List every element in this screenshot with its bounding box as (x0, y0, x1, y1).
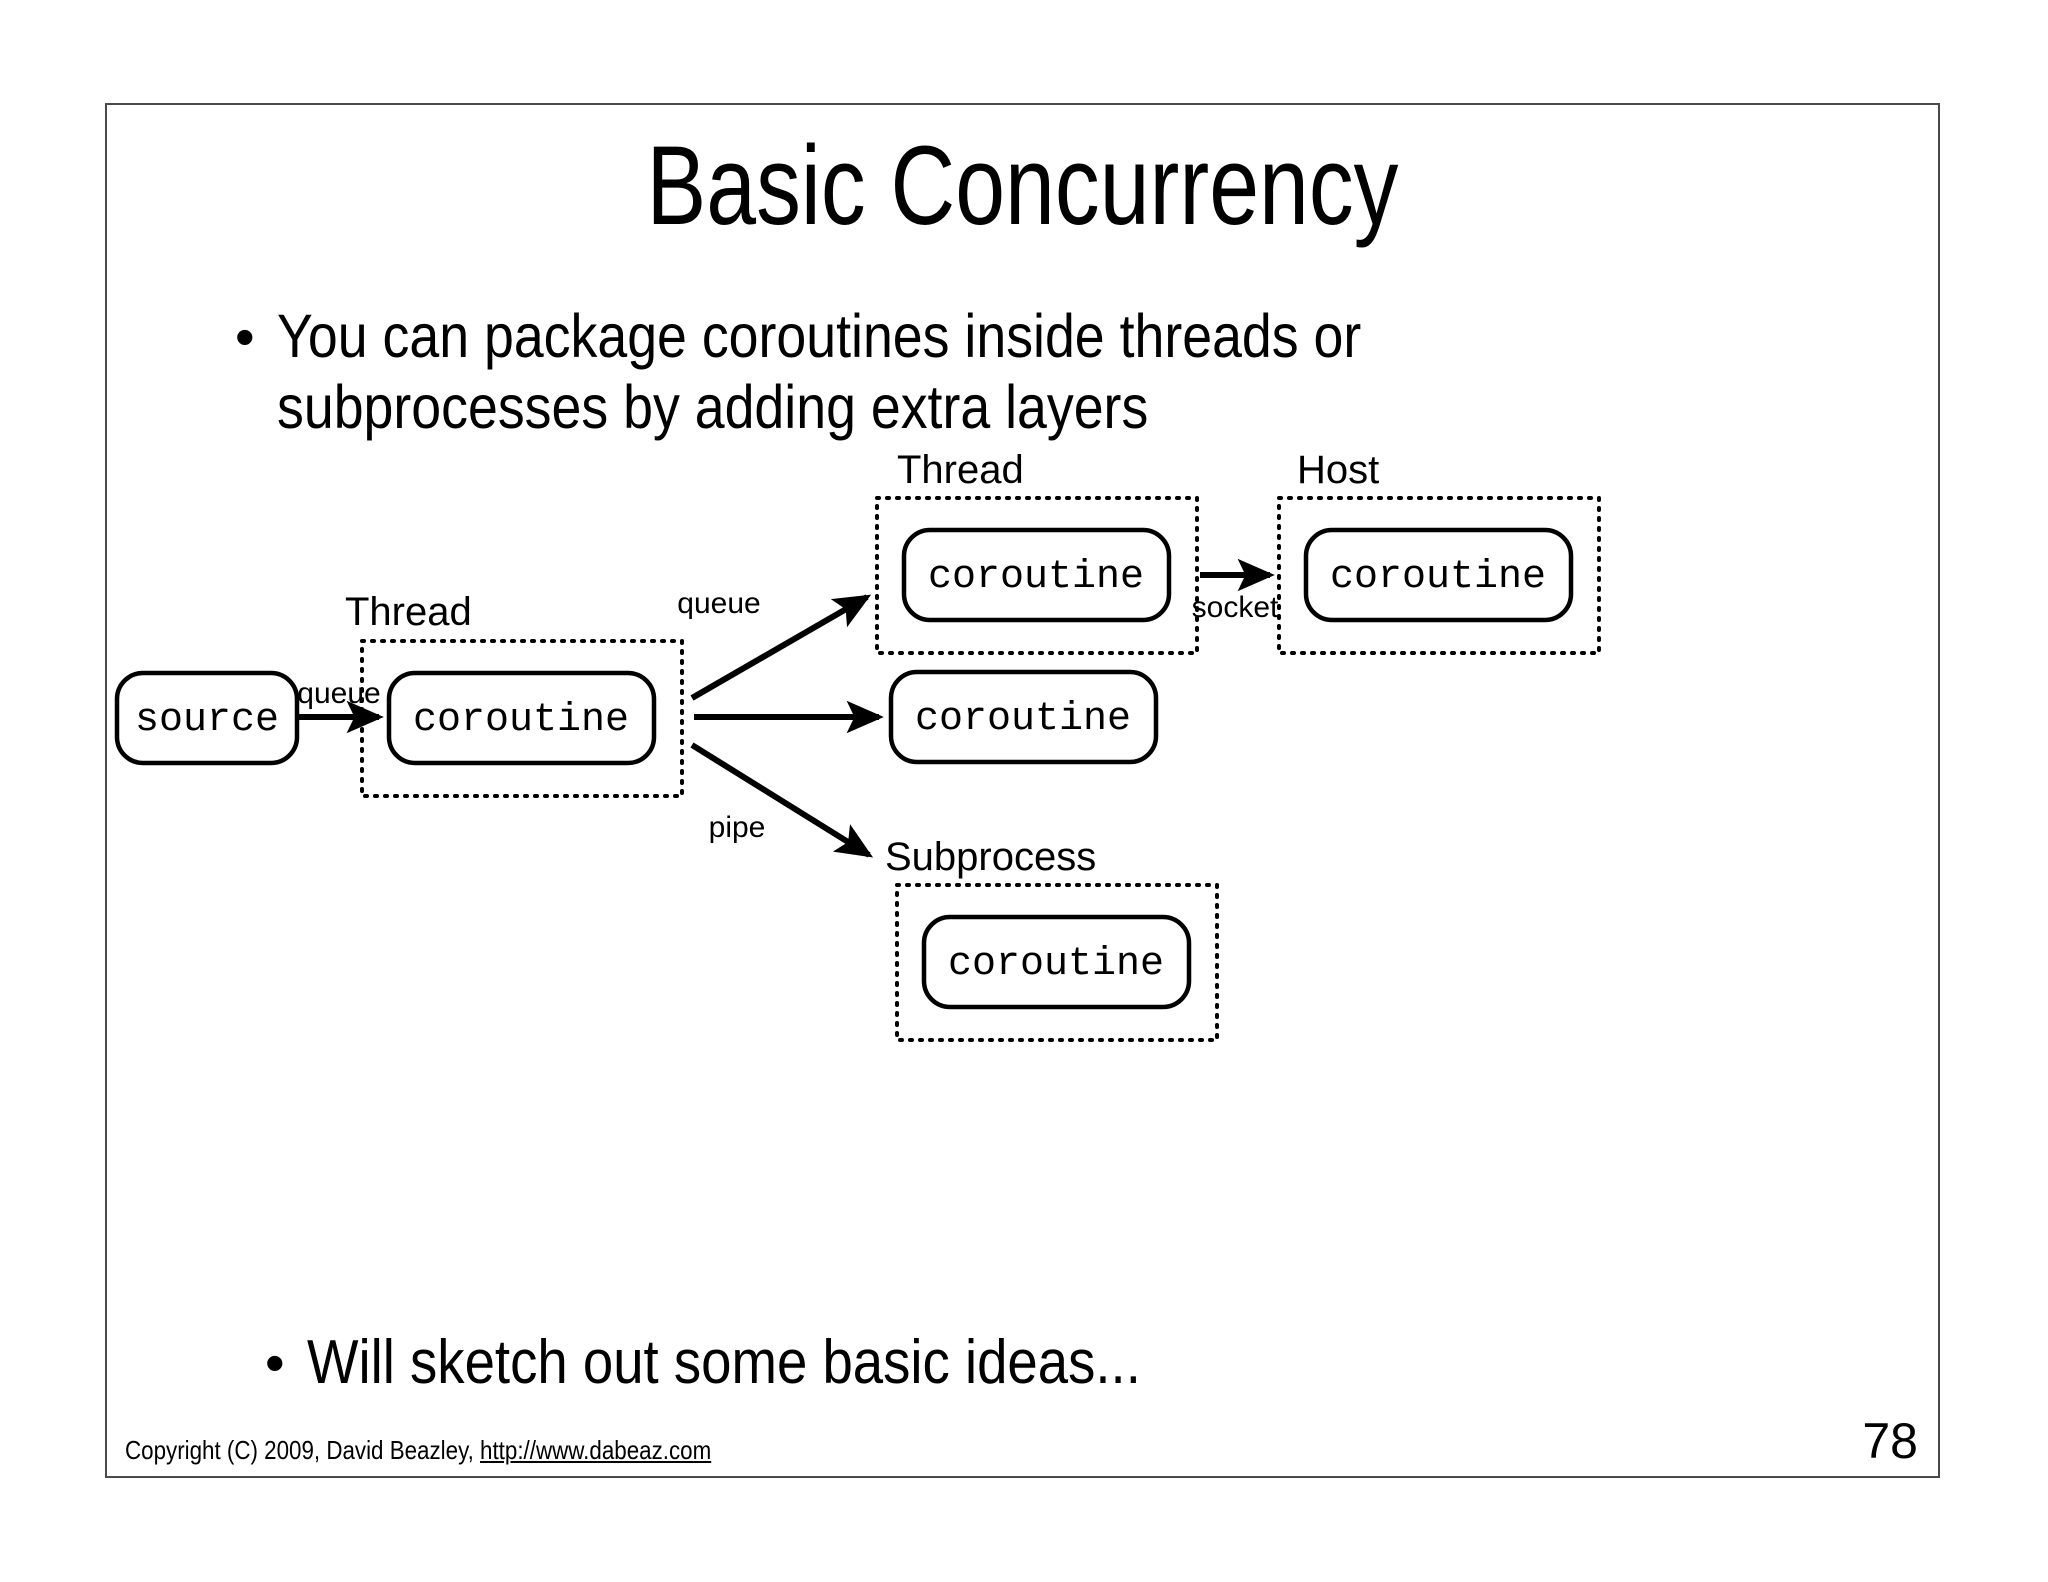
node-source: source (114, 670, 300, 766)
slide-canvas: Basic Concurrency • You can package coro… (105, 103, 1940, 1478)
edge-label-socket: socket (1192, 591, 1279, 624)
edge-pipe-down (690, 742, 874, 858)
dabeaz-url-link[interactable]: http://www.dabeaz.com (480, 1435, 712, 1465)
edge-queue-up (690, 594, 872, 701)
node-thread-top-coroutine: coroutine (901, 527, 1172, 623)
footer-copyright: Copyright (C) 2009, David Beazley, http:… (125, 1435, 711, 1466)
bullet-item-1: • You can package coroutines inside thre… (235, 301, 1635, 443)
node-label-coroutine: coroutine (413, 698, 629, 743)
node-thread-left-coroutine: coroutine (386, 670, 657, 766)
page-title: Basic Concurrency (646, 123, 1399, 248)
node-label-coroutine: coroutine (915, 697, 1131, 742)
bullet-text: Will sketch out some basic ideas... (306, 1328, 1141, 1397)
edge-label-pipe: pipe (709, 811, 766, 844)
edge-label-queue-up: queue (677, 587, 760, 620)
group-box-thread-top (875, 496, 1199, 655)
group-label-thread-top: Thread (897, 448, 1024, 492)
node-label-coroutine: coroutine (928, 555, 1144, 600)
node-middle-coroutine: coroutine (888, 669, 1159, 765)
bullet-marker: • (265, 1331, 285, 1394)
bullet-item-2: • Will sketch out some basic ideas... (265, 1327, 1765, 1399)
bullet-text: You can package coroutines inside thread… (276, 302, 1361, 441)
node-label-source: source (135, 698, 279, 743)
group-label-host: Host (1297, 448, 1379, 492)
group-label-subprocess: Subprocess (885, 835, 1096, 879)
group-box-host (1277, 496, 1601, 655)
group-box-subprocess (895, 883, 1219, 1042)
node-subprocess-coroutine: coroutine (921, 914, 1192, 1010)
copyright-text: Copyright (C) 2009, David Beazley, (125, 1435, 481, 1465)
group-label-thread-left: Thread (345, 590, 472, 634)
node-host-coroutine: coroutine (1303, 527, 1574, 623)
node-label-coroutine: coroutine (1330, 555, 1546, 600)
edge-label-queue-source: queue (297, 677, 380, 710)
concurrency-diagram: Thread coroutine Host coroutine socket T… (107, 445, 1938, 1325)
page-number: 78 (1862, 1413, 1918, 1469)
node-label-coroutine: coroutine (948, 942, 1164, 987)
bullet-marker: • (235, 305, 255, 368)
